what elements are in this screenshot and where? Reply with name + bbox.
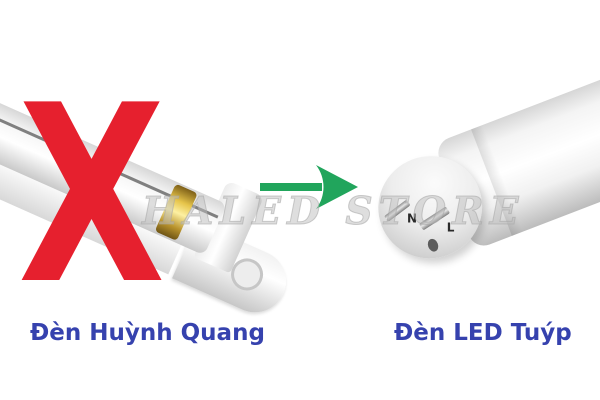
watermark-text: HALED STORE — [142, 188, 525, 234]
right-product-label: Đèn LED Tuýp — [394, 320, 572, 346]
arrow-right-icon — [260, 165, 358, 209]
led-tube-image: N L — [362, 50, 600, 282]
left-product-label: Đèn Huỳnh Quang — [30, 320, 265, 346]
x-mark-icon: X — [18, 53, 166, 338]
